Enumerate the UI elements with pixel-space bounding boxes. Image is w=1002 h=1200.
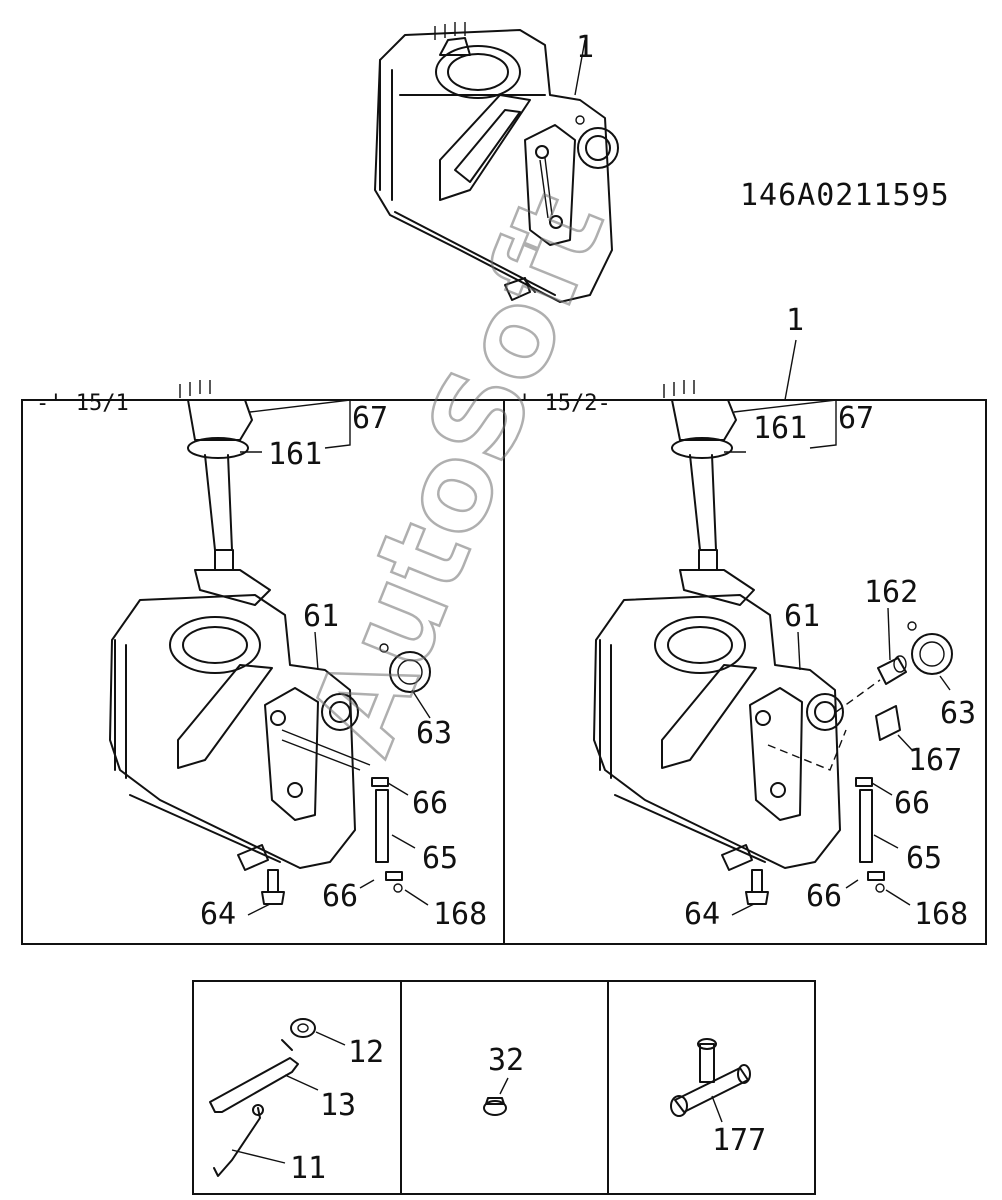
right-callout-66a: 66 <box>894 786 930 821</box>
frame-leader-line <box>784 339 797 401</box>
left-callout-65: 65 <box>422 841 458 876</box>
callout-12: 12 <box>348 1035 384 1070</box>
right-tank-exploded <box>593 380 953 916</box>
clamp-part <box>483 1077 509 1116</box>
right-callout-66b: 66 <box>806 879 842 914</box>
callout-top-assembly: 1 <box>576 30 594 65</box>
right-callout-67: 67 <box>838 401 874 436</box>
right-panel-era: ' 15/2- <box>518 391 611 416</box>
tee-fitting-part <box>670 1038 751 1123</box>
left-tank-exploded <box>109 380 431 916</box>
right-callout-168: 168 <box>914 897 968 932</box>
right-callout-63: 63 <box>940 696 976 731</box>
left-panel-era: -' 15/1 <box>36 391 129 416</box>
left-callout-161: 161 <box>268 437 322 472</box>
parts-box <box>192 980 816 1195</box>
right-callout-65: 65 <box>906 841 942 876</box>
right-callout-167: 167 <box>908 743 962 778</box>
left-callout-168: 168 <box>433 897 487 932</box>
part-code: 146A0211595 <box>740 178 950 213</box>
right-callout-64: 64 <box>684 897 720 932</box>
callout-11: 11 <box>290 1151 326 1186</box>
left-callout-61: 61 <box>303 599 339 634</box>
left-callout-66a: 66 <box>412 786 448 821</box>
right-callout-61: 61 <box>784 599 820 634</box>
callout-frame-assembly: 1 <box>786 303 804 338</box>
bracket-parts <box>209 1018 346 1177</box>
left-callout-63: 63 <box>416 716 452 751</box>
left-callout-67: 67 <box>352 401 388 436</box>
callout-32: 32 <box>488 1043 524 1078</box>
left-callout-64: 64 <box>200 897 236 932</box>
left-callout-66b: 66 <box>322 879 358 914</box>
right-callout-162: 162 <box>864 575 918 610</box>
callout-177: 177 <box>712 1123 766 1158</box>
right-callout-161: 161 <box>753 411 807 446</box>
callout-13: 13 <box>320 1088 356 1123</box>
watermark: AutoSoft <box>283 175 631 771</box>
top-tank-assembly <box>374 22 619 303</box>
